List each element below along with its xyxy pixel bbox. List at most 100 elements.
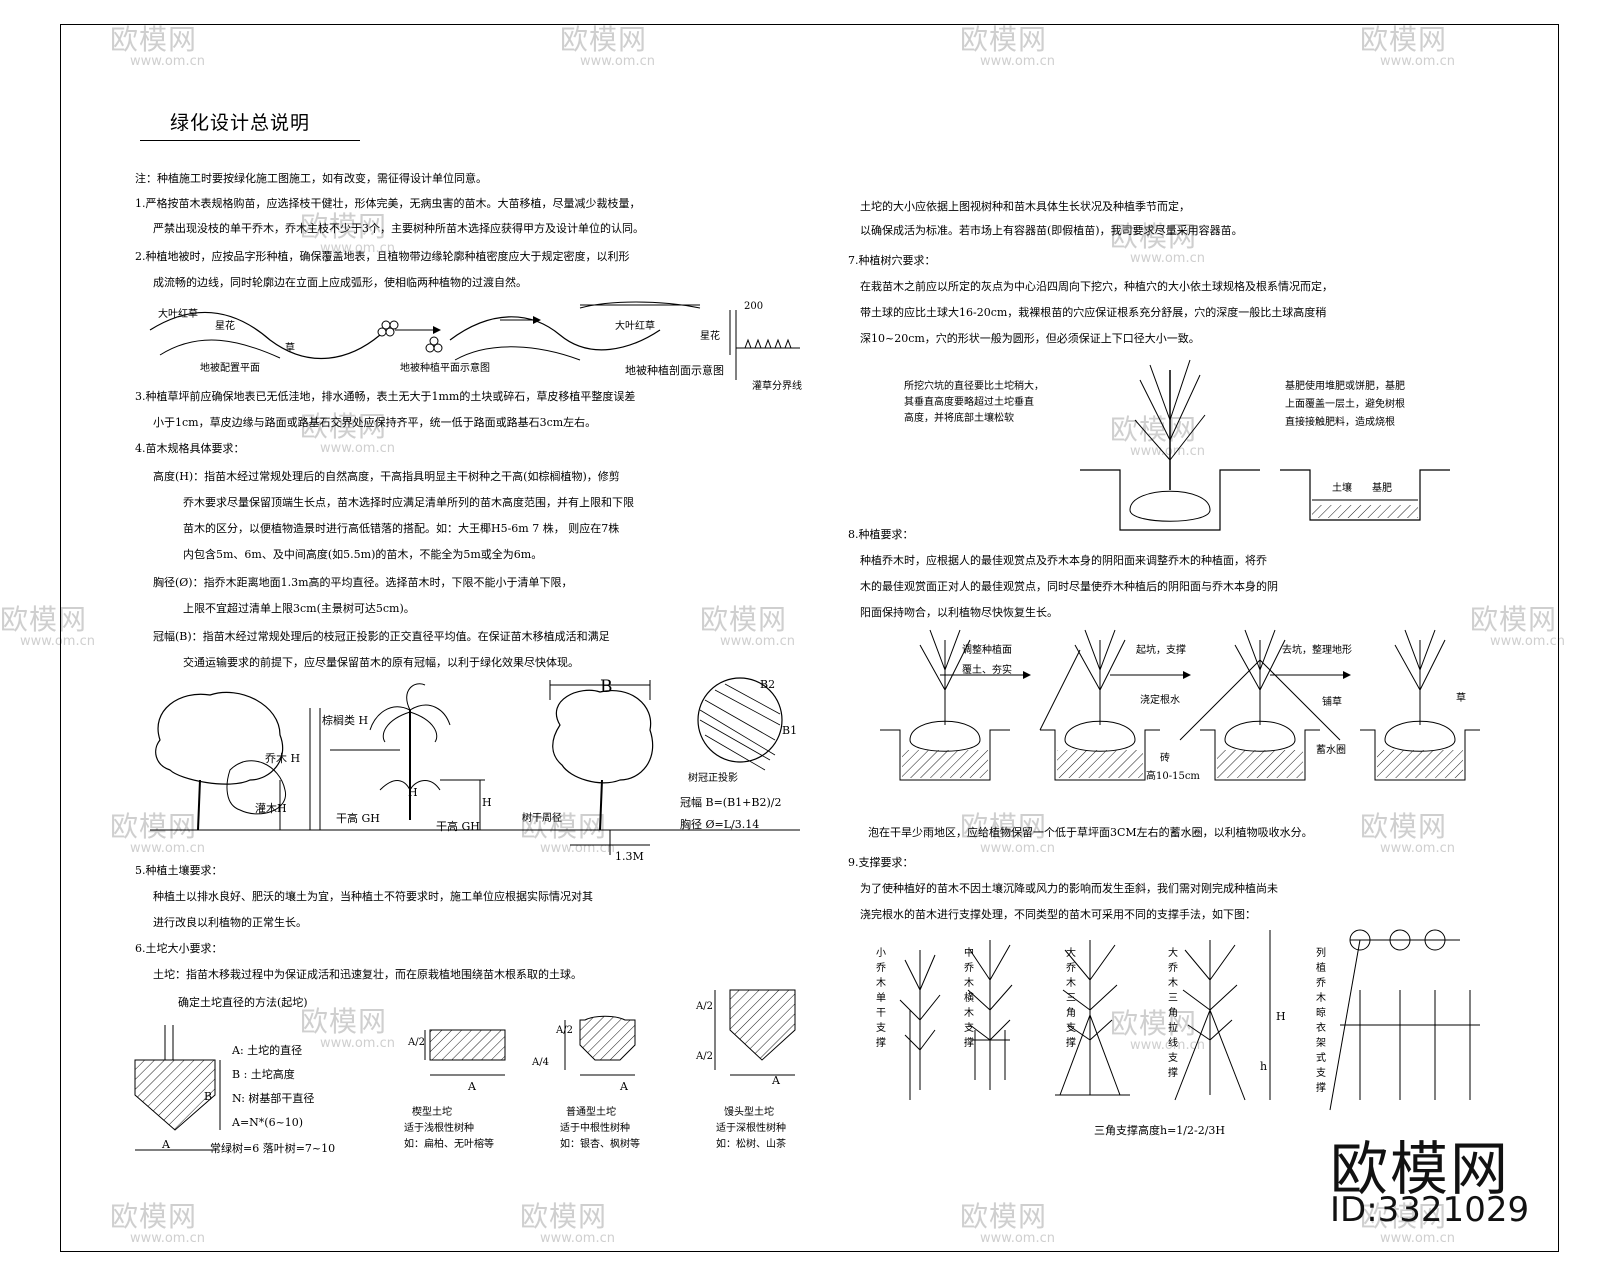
note-line: 5.种植土壤要求： — [135, 864, 223, 877]
watermark-url: www.om.cn — [320, 241, 395, 256]
diagram-label: 高度，并将底部土壤松软 — [904, 413, 1014, 424]
diagram-label: 去坑，整理地形 — [1282, 645, 1352, 656]
watermark-url: www.om.cn — [320, 1036, 395, 1051]
diagram-label: 干高 GH — [436, 820, 480, 833]
diagram-label: H — [482, 796, 492, 809]
diagram-label: B : 土坨高度 — [232, 1068, 295, 1081]
watermark-logo: 欧模网 — [700, 603, 788, 636]
watermark-logo: 欧模网 — [300, 210, 388, 243]
note-line: 成流畅的边线，同时轮廓边在立面上应成弧形，使相临两种植物的过渡自然。 — [153, 276, 527, 289]
diagram-label: 乔木 H — [265, 752, 301, 765]
drawing-frame — [60, 24, 1559, 1252]
note-line: 土坨的大小应依据上图视树种和苗木具体生长状况及种植季节而定， — [860, 200, 1190, 213]
watermark-url: www.om.cn — [540, 1231, 615, 1246]
diagram-label: A/2 — [408, 1037, 425, 1048]
diagram-label: B2 — [760, 678, 776, 691]
planting-pit-diagram — [1080, 359, 1450, 531]
diagram-label: 上面覆盖一层土，避免树根 — [1285, 399, 1405, 410]
diagram-label: H — [408, 786, 418, 799]
page-title: 绿化设计总说明 — [170, 112, 311, 134]
diagram-label: 大乔木三角支撑 — [1066, 948, 1076, 1049]
diagram-label: A/2 — [556, 1025, 573, 1036]
watermark-url: www.om.cn — [580, 54, 655, 69]
watermark-url: www.om.cn — [1490, 634, 1565, 649]
diagram-label: 常绿树=6 落叶树=7~10 — [210, 1142, 336, 1155]
note-line: 以确保成活为标准。若市场上有容器苗(即假植苗)，我司要求尽量采用容器苗。 — [860, 224, 1243, 237]
note-line: 小于1cm，草皮边缘与路面或路基石交界处应保持齐平，统一低于路面或路基石3cm左… — [153, 416, 597, 429]
note-line: 种植乔木时，应根据人的最佳观赏点及乔木本身的阴阳面来调整乔木的种植面，将乔 — [860, 554, 1267, 567]
diagram-label: A: 土坨的直径 — [232, 1044, 303, 1057]
watermark-logo: 欧模网 — [520, 1200, 608, 1233]
diagram-label: 所挖穴坑的直径要比土坨稍大， — [904, 381, 1044, 392]
diagram-label: 干高 GH — [336, 812, 380, 825]
diagram-label: 灌草分界线 — [752, 381, 802, 392]
note-line: 1.严格按苗木表规格购苗，应选择枝干健壮，形体完美，无病虫害的苗木。大苗移植，尽… — [135, 197, 641, 210]
diagram-label: 蓄水圈 — [1316, 745, 1346, 756]
note-line: 浇完根水的苗木进行支撑处理，不同类型的苗木可采用不同的支撑手法，如下图： — [860, 908, 1256, 921]
diagram-label: 小乔木单干支撑 — [876, 948, 886, 1049]
note-line: 带土球的应比土球大16-20cm，栽裸根苗的穴应保证根系充分舒展，穴的深度一般比… — [860, 306, 1327, 319]
watermark-logo: 欧模网 — [1360, 1200, 1448, 1233]
note-line: 8.种植要求： — [848, 528, 914, 541]
ground-cover-diagram — [149, 301, 800, 380]
watermark-logo: 欧模网 — [560, 23, 648, 56]
watermark-logo: 欧模网 — [110, 810, 198, 843]
watermark-logo: 欧模网 — [1110, 220, 1198, 253]
diagram-label: 树冠正投影 — [688, 773, 738, 784]
diagram-label: 冠幅 B=(B1+B2)/2 — [680, 796, 782, 809]
note-line: 土坨：指苗木移栽过程中为保证成活和迅速复壮，而在原栽植地围绕苗木根系取的土球。 — [153, 968, 582, 981]
watermark-logo: 欧模网 — [0, 603, 88, 636]
diagram-label: A/4 — [532, 1057, 549, 1068]
diagram-label: 中乔木横木支撑 — [964, 948, 974, 1049]
watermark-logo: 欧模网 — [300, 1005, 388, 1038]
diagram-label: 基肥使用堆肥或饼肥，基肥 — [1285, 381, 1405, 392]
diagram-label: 普通型土坨 — [566, 1107, 616, 1118]
diagram-label: B1 — [782, 724, 798, 737]
brand-id: ID:3321029 — [1330, 1190, 1530, 1230]
watermark-logo: 欧模网 — [110, 1200, 198, 1233]
note-line: 冠幅(B)：指苗木经过常规处理后的枝冠正投影的正交直径平均值。在保证苗木移植成活… — [153, 630, 610, 643]
watermark-logo: 欧模网 — [960, 810, 1048, 843]
diagram-label: 星花 — [700, 331, 720, 342]
diagram-label: 列植乔木晾衣架式支撑 — [1316, 948, 1326, 1094]
note-line: 苗木的区分，以便植物造景时进行高低错落的搭配。如：大王椰H5-6m 7 株， 则… — [183, 522, 620, 535]
diagram-label: 土壤 — [1332, 483, 1352, 494]
diagram-label: A=N*(6~10) — [232, 1116, 304, 1129]
diagram-label: N: 树基部干直径 — [232, 1092, 315, 1105]
tree-spec-diagram — [150, 677, 800, 855]
watermark-logo: 欧模网 — [300, 410, 388, 443]
diagram-label: 如：银杏、枫树等 — [560, 1139, 640, 1150]
watermark-logo: 欧模网 — [960, 1200, 1048, 1233]
diagram-label: A/2 — [696, 1051, 713, 1062]
watermark-logo: 欧模网 — [1110, 1007, 1198, 1040]
diagram-label: 直接接触肥料，造成烧根 — [1285, 417, 1395, 428]
note-line: 注：种植施工时要按绿化施工图施工，如有改变，需征得设计单位同意。 — [135, 172, 487, 185]
support-diagram — [899, 929, 1480, 1111]
note-line: 为了使种植好的苗木不因土壤沉降或风力的影响而发生歪斜，我们需对刚完成种植尚未 — [860, 882, 1278, 895]
watermark-url: www.om.cn — [720, 634, 795, 649]
note-line: 4.苗木规格具体要求： — [135, 442, 245, 455]
watermark-url: www.om.cn — [1130, 1038, 1205, 1053]
note-line: 2.种植地被时，应按品字形种植，确保覆盖地表，且植物带边缘轮廓种植密度应大于规定… — [135, 250, 630, 263]
watermark-url: www.om.cn — [1130, 444, 1205, 459]
diagram-label: 如：松树、山茶 — [716, 1139, 786, 1150]
note-line: 3.种植草坪前应确保地表已无低洼地，排水通畅，表土无大于1mm的土块或碎石，草皮… — [135, 390, 636, 403]
note-line: 乔木要求尽量保留顶端生长点，苗木选择时应满足清单所列的苗木高度范围，并有上限和下… — [183, 496, 634, 509]
diagram-label: 调整种植面 — [962, 645, 1012, 656]
watermark-logo: 欧模网 — [520, 810, 608, 843]
watermark-logo: 欧模网 — [1470, 603, 1558, 636]
diagram-label: 棕榈类 H — [322, 714, 369, 727]
diagram-label: 基肥 — [1372, 483, 1392, 494]
note-line: 9.支撑要求： — [848, 856, 914, 869]
watermark-logo: 欧模网 — [1360, 23, 1448, 56]
note-line: 上限不宜超过清单上限3cm(主景树可达5cm)。 — [183, 602, 415, 615]
watermark-logo: 欧模网 — [1360, 810, 1448, 843]
diagram-label: 如：扁柏、无叶榕等 — [404, 1139, 494, 1150]
watermark-logo: 欧模网 — [110, 23, 198, 56]
diagram-label: A/2 — [696, 1001, 713, 1012]
diagram-label: 楔型土坨 — [412, 1107, 452, 1118]
soil-ball-diagram — [134, 989, 796, 1151]
note-line: 交通运输要求的前提下，应尽量保留苗木的原有冠幅，以利于绿化效果尽快体现。 — [183, 656, 579, 669]
diagram-label: 三角支撑高度h=1/2-2/3H — [1094, 1124, 1226, 1137]
diagram-label: 树干周径 — [522, 813, 562, 824]
